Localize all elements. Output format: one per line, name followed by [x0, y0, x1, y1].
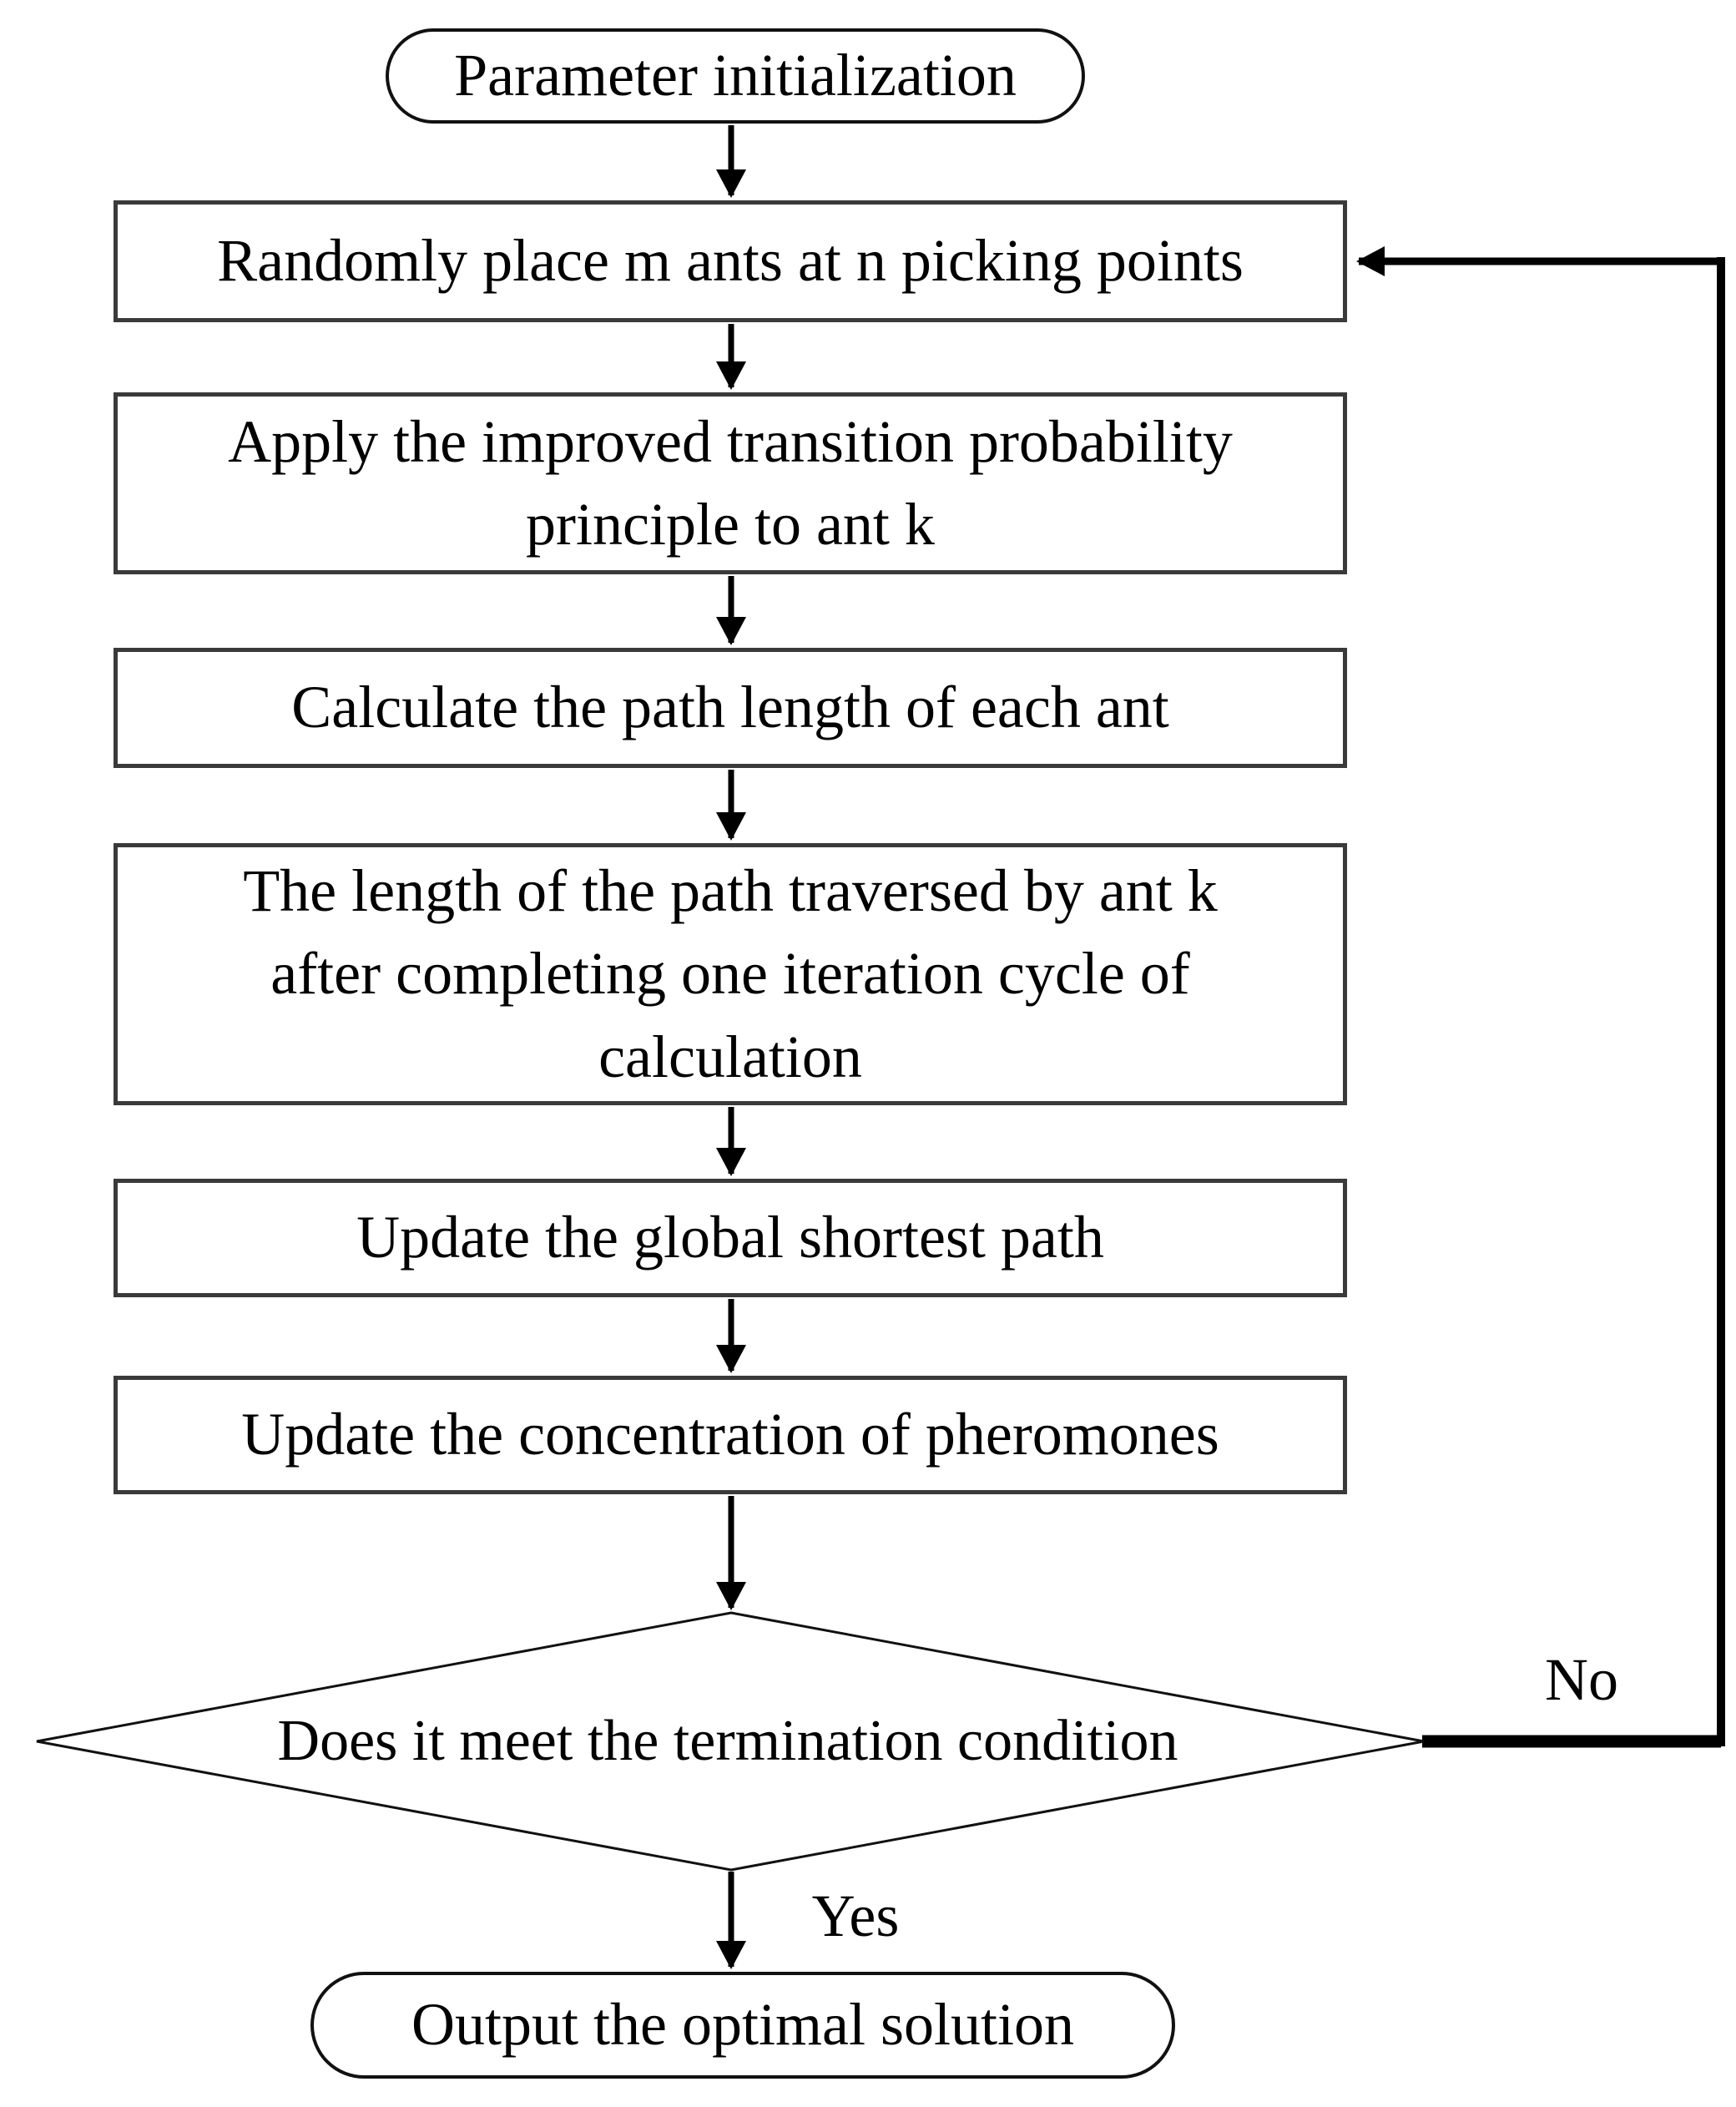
no-edge-label: No — [1545, 1645, 1618, 1713]
yes-edge-label: Yes — [811, 1882, 900, 1949]
node-output-solution: Output the optimal solution — [310, 1972, 1175, 2079]
node-transition-probability: Apply the improved transition probabilit… — [114, 392, 1347, 574]
node-calculate-path-length: Calculate the path length of each ant — [114, 648, 1347, 768]
node-update-shortest-path: Update the global shortest path — [114, 1179, 1347, 1297]
node-update-pheromones: Update the concentration of pheromones — [114, 1376, 1347, 1494]
node-termination-decision-label: Does it meet the termination condition — [277, 1709, 1178, 1773]
node-parameter-initialization: Parameter initialization — [386, 28, 1085, 124]
node-place-ants: Randomly place m ants at n picking point… — [114, 200, 1347, 322]
node-iteration-length: The length of the path traversed by ant … — [114, 843, 1347, 1105]
decision-diamond-shape — [36, 1611, 1425, 1872]
